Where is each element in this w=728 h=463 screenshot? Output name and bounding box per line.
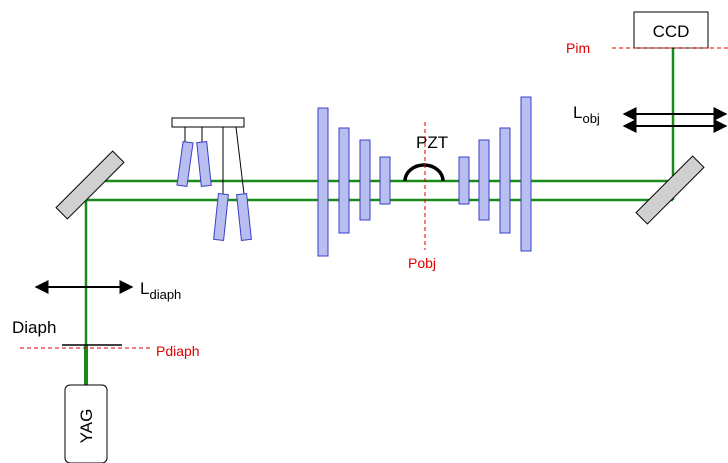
pzt-actuator (403, 163, 445, 182)
yag-label: YAG (77, 409, 96, 444)
pdiaph-label: Pdiaph (156, 343, 200, 359)
pim-label: Pim (566, 40, 590, 56)
ccd-label: CCD (653, 22, 690, 41)
diaph-label: Diaph (12, 318, 56, 337)
pobj-label: Pobj (408, 255, 436, 271)
lobj-label: Lobj (573, 103, 600, 126)
mirror-left (55, 150, 125, 220)
pzt-label: PZT (416, 133, 448, 152)
hanging-optics (171, 117, 252, 241)
laser-beam (84, 48, 675, 385)
mirror-right (635, 155, 705, 225)
lens-lobj (622, 107, 728, 133)
objective-lens-stack (317, 96, 532, 257)
yag-laser: YAG (64, 384, 108, 463)
ccd-camera: CCD (633, 11, 709, 49)
ldiaph-label: Ldiaph (140, 279, 181, 302)
